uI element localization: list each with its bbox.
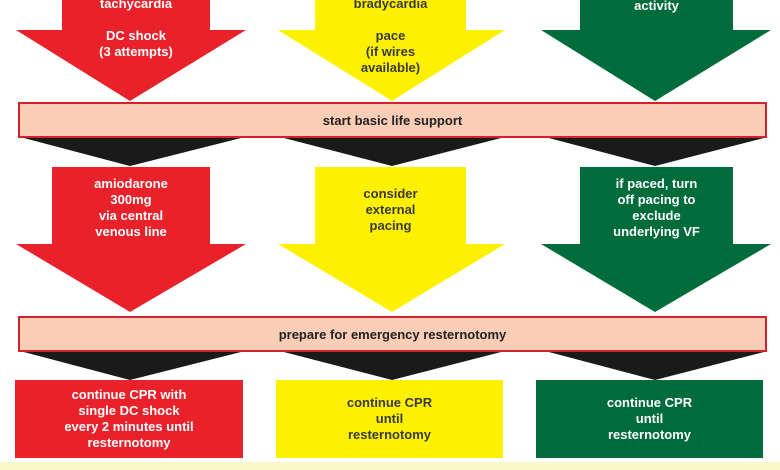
middle-green-label: if paced, turn off pacing to exclude und…: [613, 176, 700, 239]
connector-1-red: [20, 137, 245, 166]
middle-red-label: amiodarone 300mg via central venous line: [94, 176, 168, 239]
top-yellow-label: bradycardia pace (if wires available): [353, 0, 428, 75]
bottom-yellow-box: continue CPR until resternotomy: [276, 380, 503, 458]
middle-yellow-arrow: [278, 167, 505, 312]
top-yellow-arrow: [278, 0, 505, 101]
bottom-red-box: continue CPR with single DC shock every …: [15, 380, 243, 458]
bottom-strip: [0, 462, 780, 470]
connector-1-green: [545, 137, 768, 166]
top-red-label: tachycardia DC shock (3 attempts): [99, 0, 173, 59]
top-green-label: activity: [634, 0, 679, 13]
connector-2-yellow: [280, 351, 505, 380]
connector-1-yellow: [280, 137, 505, 166]
prepare-emergency-resternotomy-bar: prepare for emergency resternotomy: [18, 316, 767, 352]
middle-yellow-label: consider external pacing: [363, 186, 418, 233]
middle-green-arrow: [541, 167, 771, 312]
connector-2-red: [20, 351, 245, 380]
bottom-green-box: continue CPR until resternotomy: [536, 380, 763, 458]
connector-2-green: [545, 351, 768, 380]
start-basic-life-support-bar: start basic life support: [18, 102, 767, 138]
top-red-arrow: [16, 0, 246, 101]
top-green-arrow: [541, 0, 771, 101]
middle-red-arrow: [16, 167, 246, 312]
